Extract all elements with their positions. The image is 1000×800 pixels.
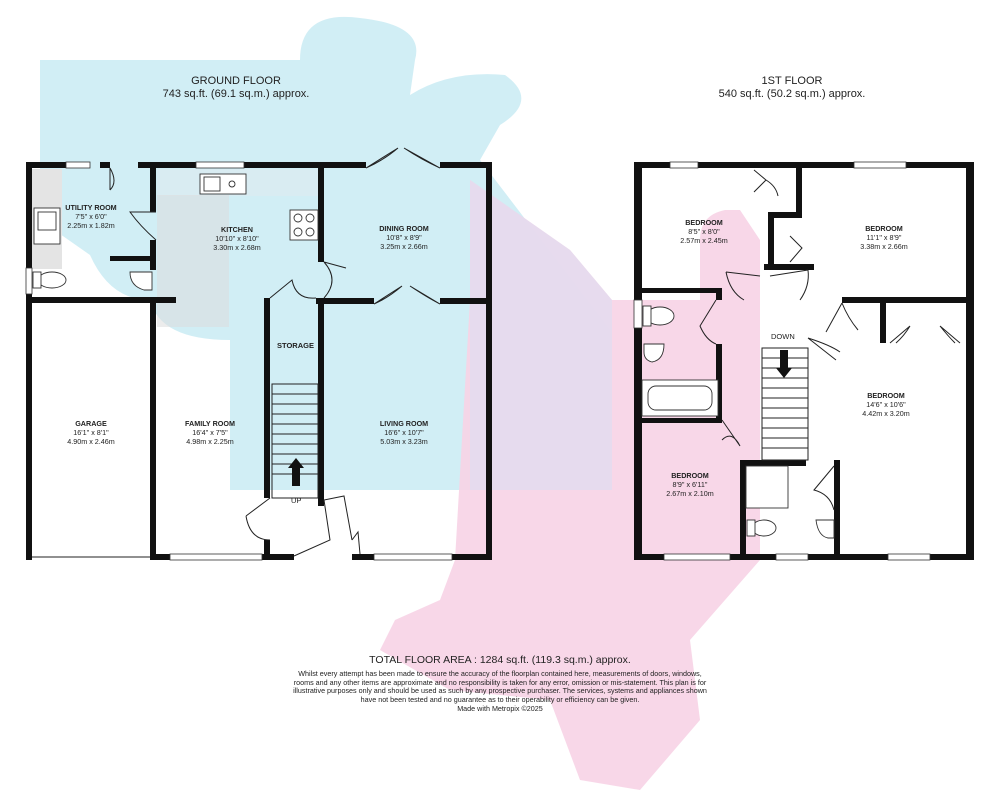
ground-floor-doors bbox=[109, 147, 441, 557]
ground-floor-stairs bbox=[271, 383, 319, 499]
room-label-bedroom-2: BEDROOM 11'1" x 8'9" 3.38m x 2.66m bbox=[860, 224, 908, 251]
room-label-bedroom-4: BEDROOM 8'9" x 6'11" 2.67m x 2.10m bbox=[666, 471, 714, 498]
room-label-bedroom-1: BEDROOM 8'5" x 8'0" 2.57m x 2.45m bbox=[680, 218, 728, 245]
room-label-living-room: LIVING ROOM 16'6" x 10'7" 5.03m x 3.23m bbox=[379, 419, 429, 446]
ground-floor-fixtures bbox=[32, 173, 319, 291]
first-floor-stairs bbox=[761, 347, 809, 461]
stairs-up-label: UP bbox=[291, 496, 302, 505]
ground-floor-heading: GROUND FLOOR 743 sq.ft. (69.1 sq.m.) app… bbox=[86, 75, 386, 101]
made-with-credit: Made with Metropix ©2025 bbox=[457, 704, 543, 714]
watermark-overlap bbox=[470, 180, 612, 490]
first-floor-windows bbox=[633, 161, 931, 561]
disclaimer-text: Whilst every attempt has been made to en… bbox=[293, 669, 707, 704]
first-floor-doors bbox=[699, 169, 961, 511]
first-floor-heading: 1ST FLOOR 540 sq.ft. (50.2 sq.m.) approx… bbox=[642, 75, 942, 101]
first-floor-area: 540 sq.ft. (50.2 sq.m.) approx. bbox=[718, 88, 866, 100]
stairs-down-label: DOWN bbox=[771, 332, 795, 341]
kitchen-peninsula bbox=[157, 195, 229, 327]
room-label-dining-room: DINING ROOM 10'8" x 8'9" 3.25m x 2.66m bbox=[379, 224, 429, 251]
first-floor-title: 1ST FLOOR bbox=[761, 75, 823, 87]
room-label-bedroom-3: BEDROOM 14'6" x 10'6" 4.42m x 3.20m bbox=[862, 391, 910, 418]
floorplan-footer: TOTAL FLOOR AREA : 1284 sq.ft. (119.3 sq… bbox=[290, 654, 710, 713]
storage-label: STORAGE bbox=[277, 341, 314, 350]
first-floor-walls bbox=[634, 162, 974, 560]
ground-floor-walls bbox=[26, 162, 492, 560]
room-label-utility-room: UTILITY ROOM 7'5" x 6'0" 2.25m x 1.82m bbox=[65, 203, 117, 230]
ground-floor-area: 743 sq.ft. (69.1 sq.m.) approx. bbox=[162, 88, 310, 100]
room-label-family-room: FAMILY ROOM 16'4" x 7'5" 4.98m x 2.25m bbox=[185, 419, 235, 446]
ground-floor-title: GROUND FLOOR bbox=[191, 75, 281, 87]
total-floor-area: TOTAL FLOOR AREA : 1284 sq.ft. (119.3 sq… bbox=[369, 654, 631, 666]
room-label-garage: GARAGE 16'1" x 8'1" 4.90m x 2.46m bbox=[67, 419, 115, 446]
watermark-logo bbox=[40, 16, 760, 790]
room-label-kitchen: KITCHEN 10'10" x 8'10" 3.30m x 2.68m bbox=[213, 225, 261, 252]
ground-floor-windows bbox=[25, 161, 453, 561]
first-floor-fixtures bbox=[641, 305, 835, 539]
